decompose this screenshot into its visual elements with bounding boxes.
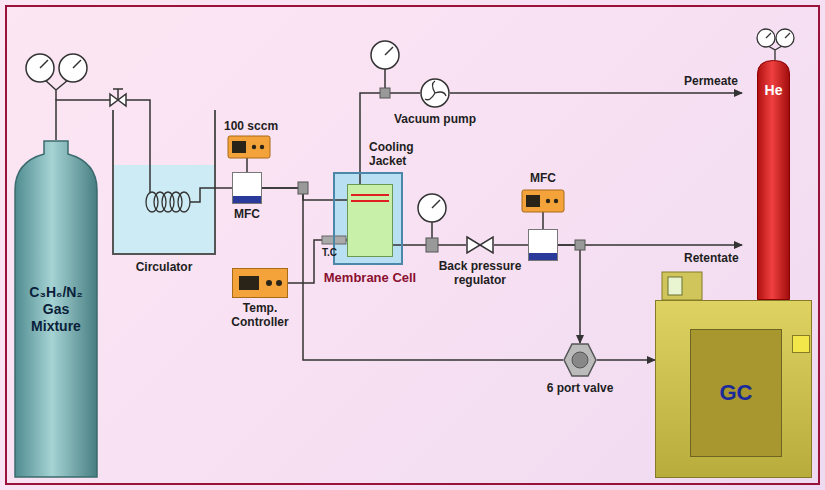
stream-label: Permeate: [684, 74, 738, 88]
gas-line: [262, 188, 563, 360]
retentate-arrow: [558, 244, 742, 246]
circulator-bath-outline: [112, 110, 216, 255]
gas-chromatograph: GC: [655, 300, 812, 478]
component-label: MFC: [530, 171, 556, 185]
gas-line: [494, 244, 528, 246]
controller-display: [239, 276, 259, 290]
membrane-cell: Membrane Cell: [347, 184, 393, 257]
component-label: Cooling Jacket: [369, 140, 429, 168]
membrane-line: [351, 200, 389, 202]
frame: [6, 6, 819, 484]
mfc-controller: [228, 136, 270, 172]
gc-injector: [662, 272, 702, 300]
gas-line: [597, 359, 655, 361]
component-label: MFC: [234, 207, 260, 221]
vacuum-pump-outline: [420, 78, 450, 108]
jacket-fill: [333, 172, 403, 265]
membrane-line: [351, 194, 389, 196]
cylinder-gauges: [26, 54, 87, 100]
component-label: Temp. Controller: [219, 301, 301, 329]
component-label: 6 port valve: [547, 381, 614, 395]
mass-flow-controller: MFC: [232, 172, 262, 204]
thermocouple-label: T.C: [322, 247, 337, 259]
gas-line: [360, 93, 420, 184]
six-port-valve-outline: [563, 343, 597, 377]
component-label: C₃H₆/N₂ Gas Mixture: [20, 284, 92, 335]
circulator-bath: Circulator: [112, 110, 216, 255]
he-gauges: [757, 29, 794, 60]
gc-panel: GC: [690, 329, 782, 457]
back-pressure-regulator: Back pressure regulator: [466, 235, 494, 255]
gas-line: [56, 100, 150, 140]
component-label: He: [765, 82, 783, 300]
gc-indicator: [792, 335, 810, 353]
shutoff-valve: [110, 89, 126, 106]
component-label: Back pressure regulator: [430, 259, 530, 287]
retentate-gauge: [418, 194, 446, 252]
component-label: GC: [720, 380, 753, 406]
tee-fitting: [575, 240, 585, 250]
component-label: Membrane Cell: [324, 270, 416, 285]
tee-fitting: [298, 182, 308, 194]
flow-setpoint: 100 sccm: [224, 119, 278, 133]
mfc-controller: [522, 190, 564, 229]
cooling-jacket: Cooling JacketMembrane Cell: [333, 172, 403, 265]
controller-knob: [266, 280, 272, 286]
stream-label: Retentate: [684, 251, 739, 265]
vacuum-pump: Vacuum pump: [420, 78, 450, 108]
mass-flow-controller: MFC: [528, 229, 558, 261]
helium-cylinder: He: [757, 60, 790, 300]
controller-knob: [276, 280, 282, 286]
gas-line: [558, 245, 580, 343]
temperature-controller: Temp. Controller: [232, 268, 288, 298]
back-pressure-regulator-outline: [466, 235, 494, 255]
component-label: Vacuum pump: [394, 112, 476, 126]
gas-line: [216, 187, 232, 189]
component-label: Circulator: [136, 260, 193, 274]
permeate-gauge: [371, 41, 399, 98]
permeate-arrow: [450, 92, 742, 94]
mfc-base: [233, 196, 261, 203]
mfc-base: [529, 253, 557, 260]
gas-cylinder: C₃H₆/N₂ Gas Mixture: [14, 140, 98, 478]
six-port-valve: 6 port valve: [563, 343, 597, 377]
